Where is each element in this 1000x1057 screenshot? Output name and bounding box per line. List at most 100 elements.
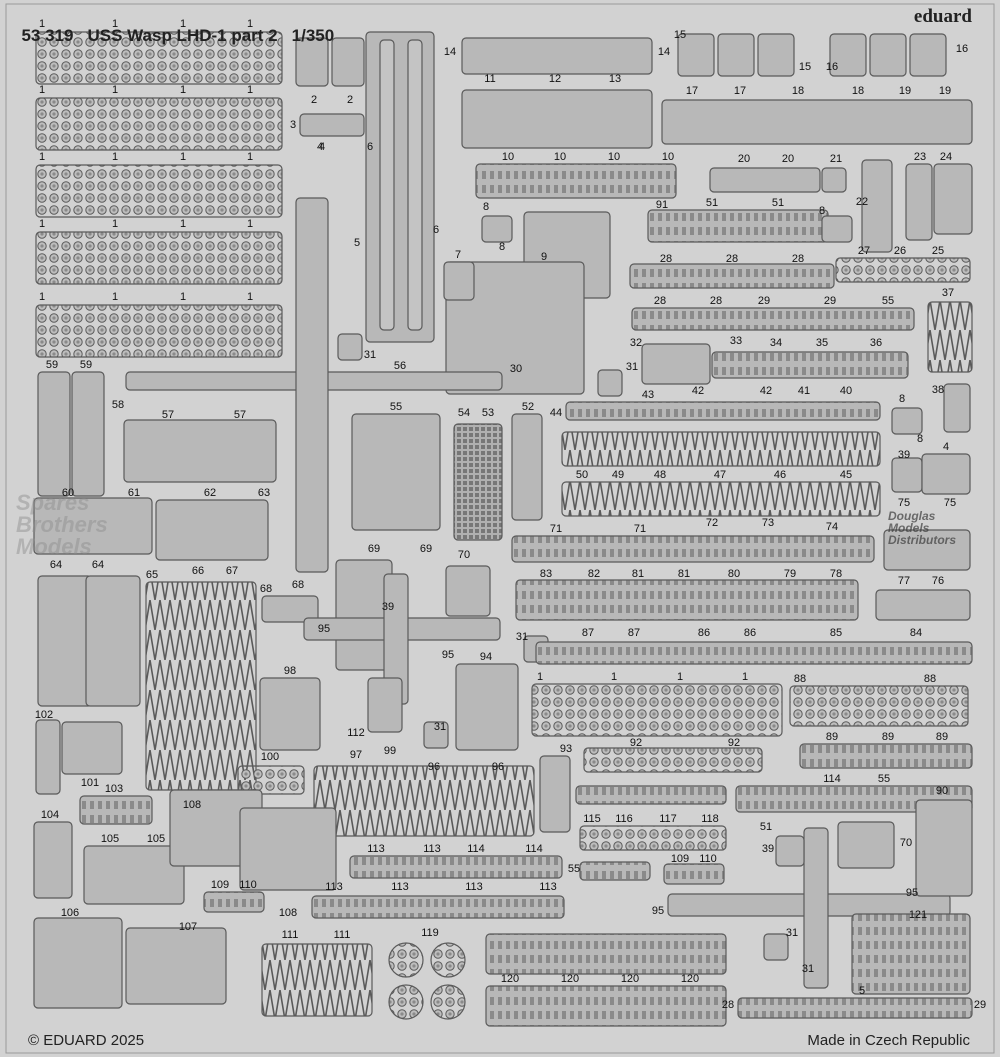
part-label-39: 39	[898, 449, 910, 461]
part-label-73: 73	[762, 517, 774, 529]
part-label-1: 1	[39, 218, 45, 230]
part-39	[891, 457, 923, 493]
part-label-28: 28	[792, 253, 804, 265]
part-label-110: 110	[699, 853, 717, 865]
fret-parts	[33, 31, 973, 1027]
part-label-20: 20	[782, 153, 794, 165]
parts-28-29-bottom	[737, 997, 973, 1019]
watermark-right: Douglas Models Distributors	[888, 510, 956, 546]
part-label-5: 5	[859, 985, 865, 997]
part-label-59: 59	[46, 359, 58, 371]
part-113-upper	[349, 855, 563, 879]
part-label-86: 86	[744, 627, 756, 639]
part-label-61: 61	[128, 487, 140, 499]
part-31-hook	[597, 369, 623, 397]
part-label-114: 114	[467, 843, 485, 855]
part-label-24: 24	[940, 151, 952, 163]
part-label-4: 4	[317, 141, 323, 153]
part-label-64: 64	[50, 559, 62, 571]
part-label-92: 92	[728, 737, 740, 749]
part-label-7: 7	[455, 249, 461, 261]
part-label-10: 10	[502, 151, 514, 163]
part-label-1: 1	[180, 18, 186, 30]
part-60	[33, 497, 153, 555]
part-55-block	[351, 413, 441, 531]
parts-45-50-lower	[561, 481, 881, 517]
part-label-64: 64	[92, 559, 104, 571]
part-label-25: 25	[932, 245, 944, 257]
part-105	[83, 845, 185, 905]
part-101	[61, 721, 123, 775]
part-label-28: 28	[710, 295, 722, 307]
part-2	[331, 37, 365, 87]
part-label-31: 31	[364, 349, 376, 361]
part-label-29: 29	[974, 999, 986, 1011]
part-label-108: 108	[279, 907, 297, 919]
part-label-1: 1	[180, 84, 186, 96]
part-7	[443, 261, 475, 301]
part-label-1: 1	[611, 671, 617, 683]
part-106	[33, 917, 123, 1009]
part-95-lower-v	[803, 827, 829, 989]
part-label-118: 118	[701, 813, 719, 825]
part-75	[883, 529, 971, 571]
part-label-1: 1	[39, 18, 45, 30]
part-label-97: 97	[350, 749, 362, 761]
part-label-15: 15	[674, 29, 686, 41]
part-label-1: 1	[247, 151, 253, 163]
part-label-63: 63	[258, 487, 270, 499]
part-label-1: 1	[247, 218, 253, 230]
part-23	[905, 163, 933, 241]
part-98	[259, 677, 321, 751]
part-label-81: 81	[632, 568, 644, 580]
part-label-51: 51	[760, 821, 772, 833]
part-label-49: 49	[612, 469, 624, 481]
part-31-hook	[763, 933, 789, 961]
part-label-55: 55	[878, 773, 890, 785]
part-label-120: 120	[681, 973, 699, 985]
part-21	[821, 167, 847, 193]
part-15	[757, 33, 795, 77]
part-57	[123, 419, 277, 483]
part-55-small	[579, 861, 651, 881]
part-label-96: 96	[492, 761, 504, 773]
part-label-60: 60	[62, 487, 74, 499]
product-title: USS Wasp LHD-1 part 2	[87, 26, 278, 45]
part-14	[461, 37, 653, 75]
part-label-32: 32	[630, 337, 642, 349]
part-3	[299, 113, 365, 137]
part-52	[511, 413, 543, 521]
part-label-80: 80	[728, 568, 740, 580]
part-label-107: 107	[179, 921, 197, 933]
part-label-113: 113	[391, 881, 409, 893]
part-8-cross	[481, 215, 513, 243]
part-label-19: 19	[939, 85, 951, 97]
parts-28-29-55	[631, 307, 915, 331]
part-label-20: 20	[738, 153, 750, 165]
part-51	[647, 209, 829, 243]
part-label-9: 9	[541, 251, 547, 263]
parts-115-118	[579, 825, 727, 851]
parts-71-74	[511, 535, 875, 563]
part-label-18: 18	[792, 85, 804, 97]
part-label-29: 29	[758, 295, 770, 307]
part-label-12: 12	[549, 73, 561, 85]
part-16	[829, 33, 867, 77]
mast-inner	[407, 39, 423, 331]
part-label-57: 57	[234, 409, 246, 421]
part-label-85: 85	[830, 627, 842, 639]
part-label-90: 90	[936, 785, 948, 797]
watermark-right-line-3: Distributors	[888, 533, 957, 547]
part-label-8: 8	[819, 205, 825, 217]
part-22	[861, 159, 893, 253]
part-label-68: 68	[292, 579, 304, 591]
part-label-109: 109	[671, 853, 689, 865]
part-label-83: 83	[540, 568, 552, 580]
part-label-34: 34	[770, 337, 782, 349]
part-label-115: 115	[583, 813, 601, 825]
ring-strip-part-1	[35, 31, 283, 85]
product-code: 53 319	[21, 26, 74, 45]
part-label-1: 1	[180, 218, 186, 230]
